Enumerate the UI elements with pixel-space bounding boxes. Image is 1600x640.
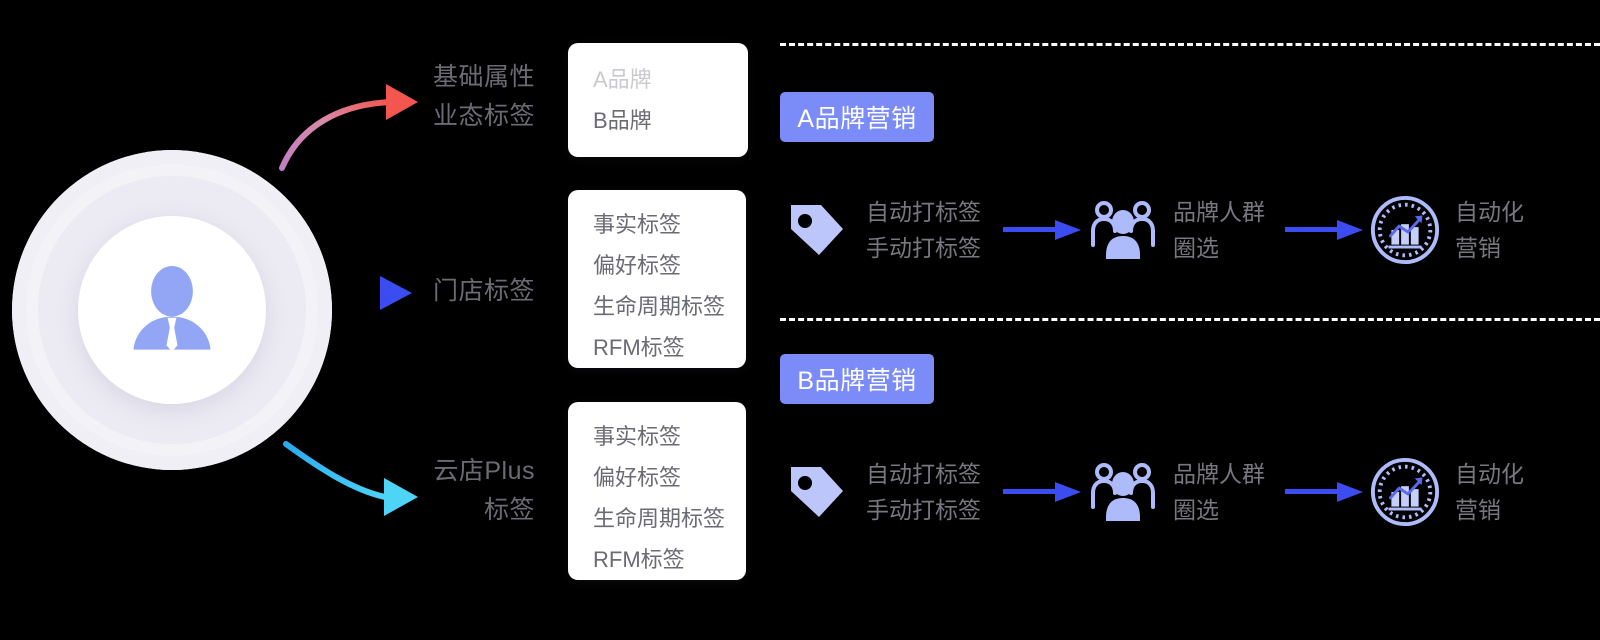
pipeline-arrow-icon [1281, 477, 1369, 507]
pipeline-step-label: 品牌人群 圈选 [1173, 199, 1265, 261]
pipeline-arrow-icon [999, 215, 1087, 245]
tag-card-item: 生命周期标签 [593, 294, 726, 319]
tag-card-basic[interactable]: A品牌 B品牌 [568, 43, 748, 157]
branch-label-basic: 基础属性 业态标签 [432, 63, 535, 130]
tag-card-item: 偏好标签 [593, 253, 682, 278]
branch-label-store: 门店标签 [432, 277, 535, 305]
brand-badge-a[interactable]: A品牌营销 [780, 92, 934, 142]
tag-card-item: RFM标签 [593, 547, 685, 572]
pipeline-brand-a: 自动打标签 手动打标签 品牌人群 圈选 [780, 185, 1524, 275]
tag-card-item: 事实标签 [593, 424, 682, 449]
tag-icon [780, 456, 852, 528]
pipeline-step-label: 自动打标签 手动打标签 [866, 199, 981, 261]
pipeline-step-label: 品牌人群 圈选 [1173, 461, 1265, 523]
person-avatar-icon [78, 216, 266, 404]
tag-card-item: 生命周期标签 [593, 506, 726, 531]
center-avatar [12, 150, 332, 470]
section-divider-top [780, 43, 1600, 46]
branch-label-cloud-store-plus: 云店Plus 标签 [433, 457, 535, 524]
chart-badge-icon [1369, 194, 1441, 266]
tag-card-item: B品牌 [593, 108, 652, 133]
pipeline-arrow-icon [1281, 215, 1369, 245]
tag-card-store[interactable]: 事实标签 偏好标签 生命周期标签 RFM标签 [568, 190, 746, 368]
tag-card-item: 偏好标签 [593, 465, 682, 490]
tag-icon [780, 194, 852, 266]
brand-badge-b[interactable]: B品牌营销 [780, 354, 934, 404]
pipeline-brand-b: 自动打标签 手动打标签 品牌人群 圈选 [780, 447, 1524, 537]
section-divider-bottom [780, 318, 1600, 321]
pipeline-step-label: 自动化 营销 [1455, 199, 1524, 261]
tag-card-cloud-store-plus[interactable]: 事实标签 偏好标签 生命周期标签 RFM标签 [568, 402, 746, 580]
tag-card-item: 事实标签 [593, 212, 682, 237]
pipeline-step-label: 自动打标签 手动打标签 [866, 461, 981, 523]
tag-card-item: A品牌 [593, 67, 652, 92]
people-group-icon [1087, 194, 1159, 266]
people-group-icon [1087, 456, 1159, 528]
tag-card-item: RFM标签 [593, 335, 685, 360]
chart-badge-icon [1369, 456, 1441, 528]
pipeline-arrow-icon [999, 477, 1087, 507]
pipeline-step-label: 自动化 营销 [1455, 461, 1524, 523]
